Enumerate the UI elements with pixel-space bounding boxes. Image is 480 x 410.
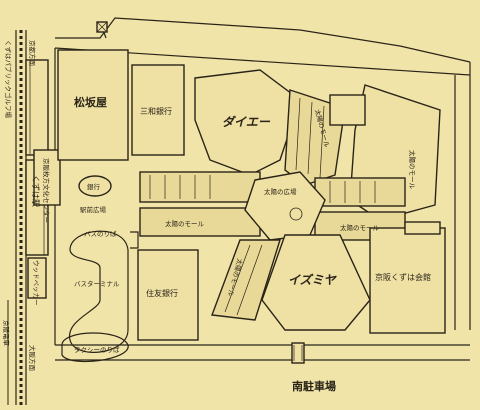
- kuzuha-station-label: くずは駅: [31, 175, 41, 207]
- osaka-direction-label: 大阪方面: [28, 345, 37, 372]
- sanwa-bank-label: 三和銀行: [140, 106, 172, 116]
- daiei-label: ダイエー: [222, 115, 271, 129]
- sanwa-bank-building[interactable]: [131, 64, 185, 156]
- east-block-small[interactable]: [329, 94, 366, 126]
- matsuzakaya-label: 松坂屋: [74, 95, 107, 109]
- mall-east-hatch: [329, 181, 376, 203]
- south-parking-label: 南駐車場: [292, 379, 336, 393]
- road-west-label: くずはパブリックゴルフ場: [4, 40, 13, 119]
- wood-pecker-label: ウッドペッカー: [32, 260, 40, 306]
- bank-small-label: 銀行: [87, 182, 101, 191]
- mall-west-hatch: [149, 175, 211, 199]
- bank-small-building[interactable]: [78, 175, 112, 197]
- south-bridge[interactable]: [291, 342, 305, 364]
- izumiya-label: イズミヤ: [288, 273, 338, 287]
- taxi-stand-label: タクシーのりば: [74, 345, 120, 354]
- mall-south-hatch: [224, 244, 263, 316]
- wood-pecker-block[interactable]: [27, 257, 47, 299]
- plaza-fountain: [289, 207, 303, 221]
- plaza-label: 太陽の広場: [264, 187, 297, 196]
- kyoto-direction-label: 京都方面: [28, 40, 37, 67]
- izumiya-building[interactable]: [261, 234, 371, 331]
- keihan-line-label: 京阪電車: [2, 320, 11, 347]
- culture-center-label: 京阪枚方文化センター: [42, 158, 51, 223]
- mall-south-arm[interactable]: [211, 239, 281, 321]
- mall-west-arm[interactable]: [139, 171, 261, 203]
- mall-right-label: 太陽のモール: [408, 150, 417, 190]
- matsuzakaya-building[interactable]: [57, 49, 129, 161]
- bus-terminal-loop: [69, 230, 129, 353]
- mall-north-hatch: [295, 97, 325, 179]
- bank-building[interactable]: [137, 249, 199, 341]
- kuzuha-hall-label: 京阪くずは会館: [375, 272, 431, 282]
- mall-west-label: 太陽のモール: [165, 219, 205, 228]
- culture-center-block[interactable]: [33, 149, 61, 206]
- mall-east-label: 太陽のモール: [340, 223, 380, 232]
- mall-west-lower-arm[interactable]: [139, 207, 261, 237]
- kuzuha-station[interactable]: [25, 59, 49, 256]
- bus-stop-label: バスのりば: [84, 229, 117, 238]
- bank-label: 住友銀行: [146, 288, 178, 298]
- taxi-stand-loop: [61, 332, 129, 363]
- station-front-label: 駅前広場: [80, 205, 107, 214]
- bus-terminal-label: バスターミナル: [74, 279, 120, 288]
- kuzuha-hall-annex[interactable]: [404, 221, 441, 235]
- daiei-building[interactable]: [194, 69, 301, 176]
- railway-track: [7, 30, 23, 405]
